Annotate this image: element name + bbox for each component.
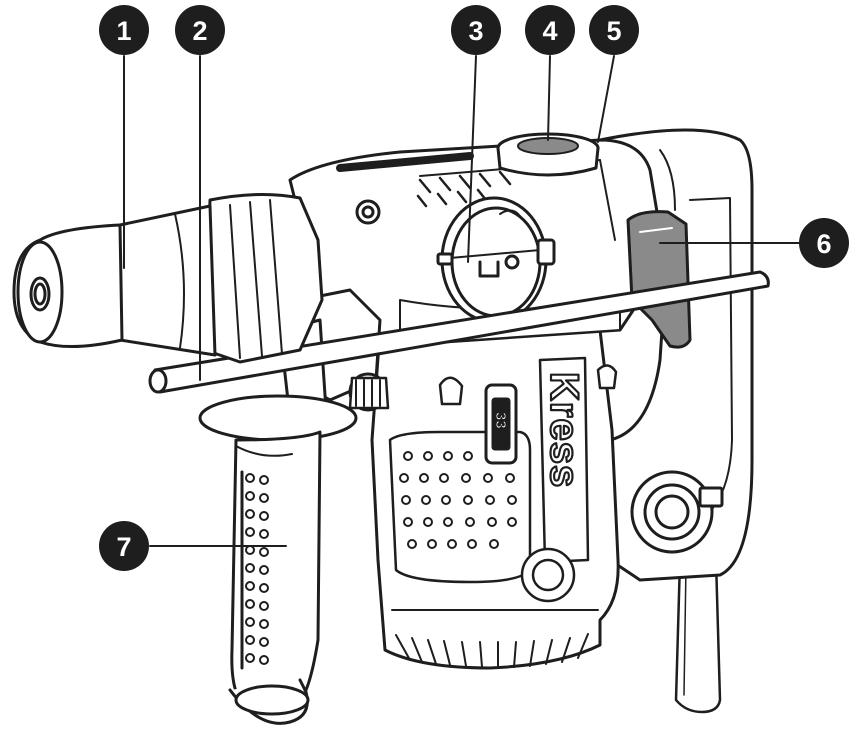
speed-symbol-text: 33 xyxy=(492,412,509,429)
callout-badge-3: 3 xyxy=(451,5,501,55)
trigger-switch xyxy=(626,210,692,349)
lock-button xyxy=(496,132,600,177)
leader-line-4 xyxy=(547,55,551,141)
callout-number-2: 2 xyxy=(192,16,207,46)
callout-badge-5: 5 xyxy=(589,5,639,55)
brand-panel: Kress xyxy=(538,356,590,564)
leader-line-3 xyxy=(467,55,477,263)
callout-badge-6: 6 xyxy=(799,218,849,268)
callout-number-3: 3 xyxy=(468,16,483,46)
leader-lines xyxy=(123,55,813,547)
callout-badge-4: 4 xyxy=(525,5,575,55)
callout-number-1: 1 xyxy=(116,16,131,46)
side-handle xyxy=(198,394,358,725)
tool-holder-chuck xyxy=(12,192,324,364)
callout-number-7: 7 xyxy=(116,532,131,562)
callout-number-4: 4 xyxy=(542,16,557,46)
power-cord xyxy=(674,558,722,714)
mode-selector-knob xyxy=(436,196,556,324)
leader-line-5 xyxy=(597,55,615,143)
callout-number-6: 6 xyxy=(816,229,831,259)
callout-badge-1: 1 xyxy=(99,5,149,55)
callout-badge-2: 2 xyxy=(175,5,225,55)
grip-holes xyxy=(240,470,269,670)
brand-logo-text: Kress xyxy=(542,372,586,488)
depth-stop-rod xyxy=(148,270,770,394)
callout-badge-7: 7 xyxy=(99,521,149,571)
side-bosses xyxy=(438,364,618,603)
speed-badge: 33 xyxy=(484,383,518,465)
callout-number-5: 5 xyxy=(606,16,621,46)
